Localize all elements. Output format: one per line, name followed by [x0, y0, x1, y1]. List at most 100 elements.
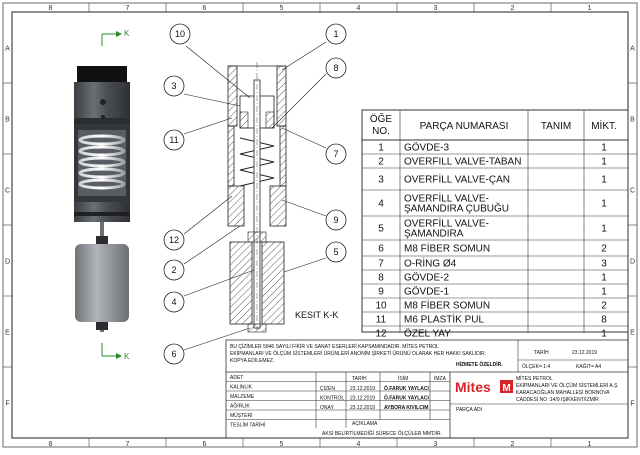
balloon-9: 9 — [333, 215, 338, 225]
bom-header-desc: TANIM — [541, 121, 571, 132]
bom-header-qty: MİKT. — [591, 119, 617, 132]
notice-line-1: BU ÇİZİMLER 5846 SAYILI FİKİR VE SANAT E… — [230, 343, 439, 350]
zone-col-bottom-1: 1 — [588, 441, 592, 448]
zone-row-left-C: C — [5, 188, 10, 195]
bom-no: 3 — [378, 175, 384, 186]
bolt-1 — [100, 99, 106, 105]
tb-label: MÜŞTERİ — [230, 412, 253, 419]
top-cap — [77, 66, 127, 82]
notice-line-3: KOPYA EDİLEMEZ. — [230, 357, 274, 364]
bom-qty: 1 — [601, 224, 607, 235]
cage-wall-left — [227, 125, 235, 187]
bom-no: 10 — [375, 301, 387, 312]
balloon-callouts: 10 3 11 12 2 4 6 1 8 7 9 5 — [163, 23, 347, 365]
float-3d — [75, 244, 129, 322]
balloon-10: 10 — [175, 29, 185, 39]
zone-col-bottom-4: 4 — [357, 441, 361, 448]
approvals-header-date: TARİH — [352, 375, 367, 382]
zone-col-bottom-5: 5 — [280, 441, 284, 448]
bom-no: 2 — [378, 157, 384, 168]
bom-qty: 1 — [601, 199, 607, 210]
approval-date: 23.12.2019 — [350, 405, 375, 411]
zone-col-bottom-6: 6 — [203, 441, 207, 448]
cage-wall-right — [279, 125, 287, 187]
zone-row-right-E: E — [630, 330, 635, 337]
date-label: TARİH — [534, 349, 549, 356]
approvals-header-sign: İMZA — [434, 375, 447, 382]
zone-row-left-A: A — [5, 46, 10, 53]
approval-date: 23.12.2019 — [350, 386, 375, 392]
mites-logo: Mites M — [455, 379, 513, 395]
zone-row-left-F: F — [5, 401, 9, 408]
base-left — [227, 185, 245, 227]
approval-name: Ö.FARUK YAYLACI — [384, 395, 429, 402]
zone-row-left-D: D — [5, 259, 10, 266]
date-value: 23.12.2019 — [572, 350, 597, 356]
float-section-left — [229, 241, 253, 325]
bom-part: GÖVDE-3 — [404, 142, 449, 154]
spring-3d — [78, 134, 126, 190]
bom-header-no-2: NO. — [372, 126, 390, 137]
notice-line-2: EKİPMANLARI VE ÖLÇÜM SİSTEMLERİ ÜRÜNLERİ… — [230, 350, 486, 357]
zone-row-left-B: B — [5, 117, 10, 124]
zone-col-top-4: 4 — [357, 5, 361, 12]
logo-text: Mites — [455, 379, 491, 395]
zone-row-right-C: C — [630, 188, 635, 195]
bom-no: 8 — [378, 273, 384, 284]
float-section-right — [261, 241, 285, 325]
zone-col-top-1: 1 — [588, 5, 592, 12]
approval-name: Ö.FARUK YAYLACI — [384, 385, 429, 392]
base-right — [269, 185, 287, 227]
bom-part-cont: ŞAMANDIRA ÇUBUĞU — [404, 202, 509, 215]
base-groove — [74, 212, 130, 216]
balloon-2: 2 — [171, 265, 176, 275]
section-letter-top: K — [124, 29, 130, 38]
bolt-2 — [101, 115, 105, 119]
approval-role: ÇİZEN — [320, 385, 335, 392]
rod-nut-bottom — [96, 322, 108, 330]
bom-part: M8 FİBER SOMUN — [404, 242, 490, 255]
bom-part: GÖVDE-1 — [404, 286, 449, 298]
zone-col-bottom-8: 8 — [49, 441, 53, 448]
nut-section-bottom — [247, 323, 267, 333]
bom-no: 12 — [375, 329, 387, 340]
company-2: EKİPMANLARI VE ÖLÇÜM SİSTEMLERİ A.Ş — [516, 382, 618, 389]
zone-ticks — [3, 3, 637, 447]
zone-row-right-D: D — [630, 259, 635, 266]
bom-qty: 3 — [601, 259, 607, 270]
zone-col-bottom-2: 2 — [511, 441, 515, 448]
section-view: KESIT K-K — [227, 62, 338, 333]
bom-no: 9 — [378, 287, 384, 298]
upper-wall-right — [276, 65, 287, 127]
paper-size: KAĞIT= A4 — [576, 363, 601, 370]
tolerance-note: AKSİ BELİRTİLMEDİĞİ SÜRECE ÖLÇÜLER MM'Dİ… — [322, 430, 442, 437]
balloon-1: 1 — [333, 29, 338, 39]
bom-qty: 1 — [601, 143, 607, 154]
zone-row-right-A: A — [630, 46, 635, 53]
balloon-3: 3 — [171, 81, 176, 91]
balloon-8: 8 — [333, 63, 338, 73]
bom-part: OVERFİLL VALVE- — [404, 217, 489, 230]
approval-name: AYBORA KIVILCIM — [384, 405, 428, 411]
section-arrowhead-bottom — [116, 353, 122, 359]
zone-col-bottom-7: 7 — [126, 441, 130, 448]
approval-role: ONAY — [320, 405, 334, 411]
bom-header-part: PARÇA NUMARASI — [420, 121, 509, 132]
upper-wall-left — [227, 65, 238, 127]
bom-no: 6 — [378, 244, 384, 255]
bom-qty: 2 — [601, 301, 607, 312]
bom-part: OVERFİLL VALVE- — [404, 192, 489, 205]
bom-no: 7 — [378, 259, 384, 270]
